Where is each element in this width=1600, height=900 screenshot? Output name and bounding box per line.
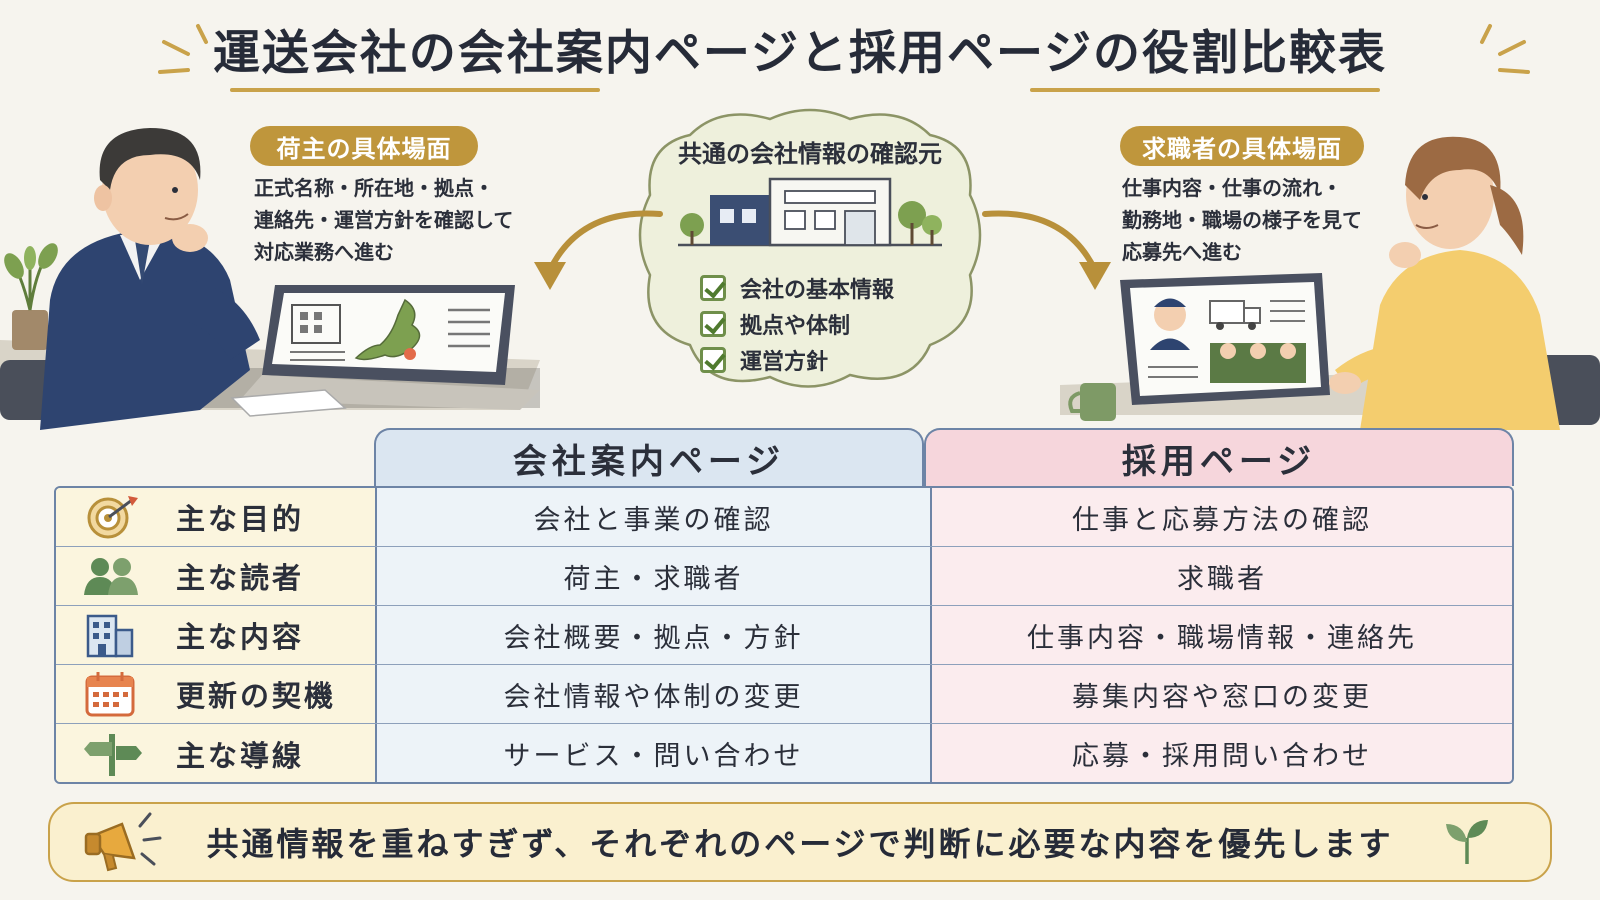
seeker-line: 勤務地・職場の様子を見て xyxy=(1122,208,1362,232)
row-label-cell: 主な導線 xyxy=(56,724,377,782)
row-label: 更新の契機 xyxy=(176,679,337,713)
summary-banner: 共通情報を重ねすぎず、それぞれのページで判断に必要な内容を優先します xyxy=(48,802,1552,882)
megaphone-icon xyxy=(84,812,162,872)
seeker-scene-label: 求職者の具体場面 xyxy=(1120,126,1364,166)
row-label-cell: 主な内容 xyxy=(56,606,377,664)
check-item: 拠点や体制 xyxy=(700,308,850,340)
row-label: 主な内容 xyxy=(176,620,305,654)
shipper-line: 連絡先・運営方針を確認して xyxy=(254,208,514,232)
sprout-icon xyxy=(1446,820,1488,864)
row-label-cell: 主な目的 xyxy=(56,488,377,546)
shipper-line: 正式名称・所在地・拠点・ xyxy=(254,176,494,200)
title-underline-left xyxy=(230,88,600,92)
seeker-illustration xyxy=(1060,136,1600,430)
arrow-to-shipper-icon xyxy=(534,210,663,290)
calendar-icon xyxy=(85,672,135,717)
people-icon xyxy=(84,558,138,595)
table-row: 主な導線 サービス・問い合わせ 応募・採用問い合わせ xyxy=(56,724,1512,782)
summary-text: 共通情報を重ねすぎず、それぞれのページで判断に必要な内容を優先します xyxy=(206,825,1394,863)
table-row: 主な読者 荷主・求職者 求職者 xyxy=(56,547,1512,606)
seeker-line: 応募先へ進む xyxy=(1122,240,1242,264)
row-label-cell: 更新の契機 xyxy=(56,665,377,723)
row-label: 主な目的 xyxy=(176,502,305,536)
check-item-label: 運営方針 xyxy=(740,350,829,375)
shipper-line: 対応業務へ進む xyxy=(254,240,394,264)
sparkle-right-icon xyxy=(1480,24,1530,74)
column-header-company-page: 会社案内ページ xyxy=(374,428,924,486)
recruit-cell: 求職者 xyxy=(932,547,1512,605)
company-cell: 荷主・求職者 xyxy=(377,547,932,605)
seeker-line: 仕事内容・仕事の流れ・ xyxy=(1122,176,1342,200)
check-item-label: 会社の基本情報 xyxy=(740,278,895,303)
row-label: 主な読者 xyxy=(176,561,305,595)
sparkle-left-icon xyxy=(158,24,208,74)
signpost-icon xyxy=(84,734,142,776)
page-title: 運送会社の会社案内ページと採用ページの役割比較表 xyxy=(212,26,1388,81)
common-info-title: 共通の会社情報の確認元 xyxy=(678,140,942,168)
company-cell: 会社と事業の確認 xyxy=(377,488,932,546)
seeker-scene-description: 仕事内容・仕事の流れ・ 勤務地・職場の様子を見て 応募先へ進む xyxy=(1122,172,1362,268)
company-cell: サービス・問い合わせ xyxy=(377,724,932,782)
building-icon xyxy=(86,614,134,658)
table-row: 主な目的 会社と事業の確認 仕事と応募方法の確認 xyxy=(56,488,1512,547)
check-item-label: 拠点や体制 xyxy=(740,314,851,339)
recruit-cell: 応募・採用問い合わせ xyxy=(932,724,1512,782)
checkbox-checked-icon xyxy=(700,347,726,373)
check-item: 会社の基本情報 xyxy=(700,272,894,304)
shipper-scene-description: 正式名称・所在地・拠点・ 連絡先・運営方針を確認して 対応業務へ進む xyxy=(254,172,513,268)
comparison-table: 主な目的 会社と事業の確認 仕事と応募方法の確認 主な読者 荷主・求職者 求職者 xyxy=(54,486,1514,784)
recruit-cell: 仕事と応募方法の確認 xyxy=(932,488,1512,546)
recruit-cell: 募集内容や窓口の変更 xyxy=(932,665,1512,723)
table-row: 主な内容 会社概要・拠点・方針 仕事内容・職場情報・連絡先 xyxy=(56,606,1512,665)
company-cell: 会社概要・拠点・方針 xyxy=(377,606,932,664)
checkbox-checked-icon xyxy=(700,275,726,301)
shipper-illustration xyxy=(0,128,540,430)
row-label: 主な導線 xyxy=(176,738,305,773)
shipper-scene-label: 荷主の具体場面 xyxy=(250,126,478,166)
recruit-cell: 仕事内容・職場情報・連絡先 xyxy=(932,606,1512,664)
checkbox-checked-icon xyxy=(700,311,726,337)
company-cell: 会社情報や体制の変更 xyxy=(377,665,932,723)
column-header-recruit-page: 採用ページ xyxy=(924,428,1514,486)
arrow-to-seeker-icon xyxy=(982,210,1111,290)
table-row: 更新の契機 会社情報や体制の変更 募集内容や窓口の変更 xyxy=(56,665,1512,724)
title-underline-right xyxy=(1030,88,1380,92)
row-label-cell: 主な読者 xyxy=(56,547,377,605)
check-item: 運営方針 xyxy=(700,344,828,376)
target-icon xyxy=(87,496,138,539)
